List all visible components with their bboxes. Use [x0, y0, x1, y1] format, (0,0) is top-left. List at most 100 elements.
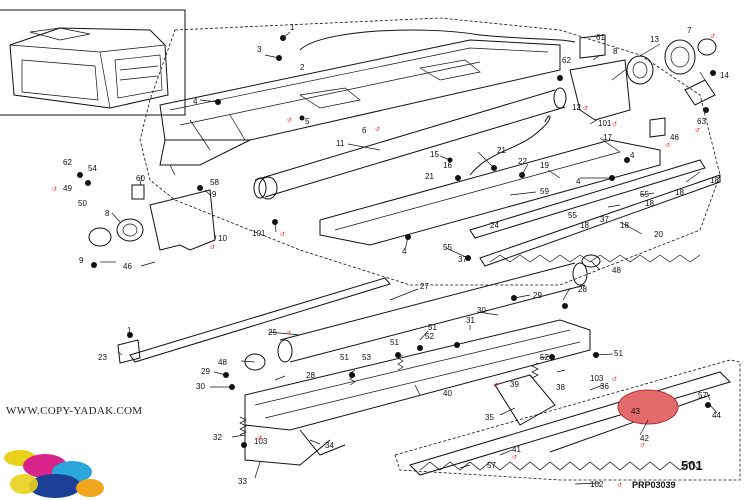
callout: 2: [300, 63, 305, 72]
callout: 9: [212, 190, 217, 199]
exit-guide: [409, 371, 731, 476]
svg-text:↺: ↺: [612, 376, 617, 383]
right-bracket: [569, 34, 717, 138]
callout: 7: [687, 26, 692, 35]
callout: 28: [578, 285, 587, 294]
callout: 13: [650, 35, 659, 44]
heat-roller: [253, 87, 567, 199]
top-cover-frame: [159, 39, 561, 166]
callout: 53: [362, 353, 371, 362]
callout: 31: [466, 316, 475, 325]
part-number-callouts: 1 2 3 4 5 6 11 7 13 8 61 62 14 12 101 46…: [63, 23, 729, 489]
callout: 19: [540, 161, 549, 170]
callout: 27: [420, 282, 429, 291]
callout: 41: [512, 445, 521, 454]
callout: 8: [613, 47, 618, 56]
callout: 102: [590, 480, 604, 489]
callout: 10: [218, 234, 227, 243]
svg-text:↺: ↺: [640, 442, 645, 449]
callout: 37: [458, 255, 467, 264]
callout: 55: [443, 243, 452, 252]
callout: 50: [78, 199, 87, 208]
callout: 59: [540, 187, 549, 196]
callout: 1: [127, 326, 132, 335]
screws: [77, 35, 716, 448]
callout: 16: [443, 161, 452, 170]
callout: 62: [63, 158, 72, 167]
callout: 51: [614, 349, 623, 358]
callout: 35: [485, 413, 494, 422]
callout: 4: [402, 247, 407, 256]
callout: 43: [631, 407, 640, 416]
callout: 42: [640, 434, 649, 443]
callout: 32: [213, 433, 222, 442]
svg-text:↺: ↺: [695, 127, 700, 134]
callout: 8: [105, 209, 110, 218]
callout: 15: [430, 150, 439, 159]
svg-text:↺: ↺: [612, 121, 617, 128]
callout: 30: [196, 382, 205, 391]
callout: 6: [362, 126, 367, 135]
callout: 4: [193, 97, 198, 106]
callout: 22: [518, 157, 527, 166]
callout: 44: [712, 411, 721, 420]
callout: 46: [670, 133, 679, 142]
svg-text:↺: ↺: [287, 117, 292, 124]
callout: 1: [290, 23, 295, 32]
svg-text:↺: ↺: [710, 33, 715, 40]
callout: 17: [603, 133, 612, 142]
callout: 28: [306, 371, 315, 380]
svg-text:↺: ↺: [493, 382, 498, 389]
svg-text:↺: ↺: [280, 231, 285, 238]
callout: 29: [201, 367, 210, 376]
leader-lines: [100, 31, 718, 485]
callout: 54: [88, 164, 97, 173]
svg-text:↺: ↺: [583, 105, 588, 112]
callout: 39: [510, 380, 519, 389]
svg-text:↺: ↺: [286, 330, 291, 337]
callout: 33: [238, 477, 247, 486]
watermark-text: WWW.COPY-YADAK.COM: [6, 405, 143, 417]
svg-text:↺: ↺: [52, 186, 57, 193]
callout: 21: [497, 146, 506, 155]
callout: 34: [325, 441, 334, 450]
callout: 103: [590, 374, 604, 383]
callout: 103: [254, 437, 268, 446]
machine-thumbnail: [0, 9, 186, 116]
callout: 52: [425, 332, 434, 341]
callout: 52: [540, 353, 549, 362]
svg-text:↺: ↺: [210, 244, 215, 251]
callout: 18: [580, 221, 589, 230]
thermistor-cable: [469, 115, 551, 176]
callout: 4: [630, 151, 635, 160]
guide-plate: [117, 277, 391, 364]
pressure-frame: [319, 139, 721, 267]
callout: 55: [568, 211, 577, 220]
color-logo: [4, 450, 104, 498]
springs: [239, 354, 539, 436]
callout: 38: [556, 383, 565, 392]
callout: 63: [697, 117, 706, 126]
callout: 18: [675, 188, 684, 197]
svg-text:↺: ↺: [665, 142, 670, 149]
callout: 51: [428, 323, 437, 332]
svg-text:↺: ↺: [375, 126, 380, 133]
callout: 57: [487, 461, 496, 470]
callout: 40: [443, 389, 452, 398]
callout: 101: [252, 229, 266, 238]
callout: 25: [268, 328, 277, 337]
callout: 24: [490, 221, 499, 230]
lower-right-assembly-outline: [394, 359, 741, 481]
callout: 3: [257, 45, 262, 54]
svg-text:↺: ↺: [257, 435, 262, 442]
callout: 11: [336, 139, 345, 148]
callout: 60: [136, 174, 145, 183]
reference-marks: ↺↺ ↺↺ ↺↺ ↺↺ ↺↺ ↺↺ ↺↺ ↺↺ ↺: [52, 33, 715, 489]
callout: 4: [576, 177, 581, 186]
callout: 49: [63, 184, 72, 193]
left-bracket: [88, 176, 278, 251]
callout: 9: [79, 256, 84, 265]
lower-frame: [244, 319, 591, 466]
drawing-code: PRP03039: [632, 480, 676, 490]
